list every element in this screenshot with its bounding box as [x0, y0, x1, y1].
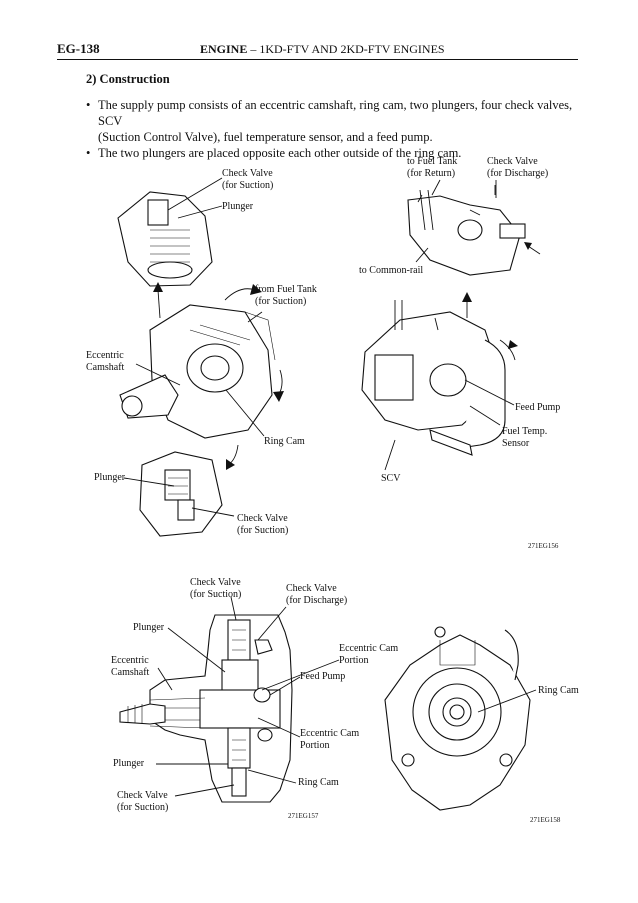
header-models: 1KD-FTV AND 2KD-FTV ENGINES [259, 42, 445, 56]
fig3-label-ring-cam: Ring Cam [538, 685, 579, 696]
fig1-code: 271EG156 [528, 542, 559, 550]
bullet-dot: • [86, 98, 91, 112]
fig2-label-plunger-bottom: Plunger [113, 758, 145, 769]
fig2-cross-section [119, 614, 293, 803]
header-engine: ENGINE [200, 42, 248, 56]
fig1-label-feed-pump: Feed Pump [515, 402, 561, 413]
bullet-text: The supply pump consists of an eccentric… [98, 98, 573, 128]
fig1-label-to-fuel-tank: to Fuel Tank(for Return) [407, 156, 458, 179]
fig1-upper-plunger-detail [117, 191, 213, 287]
header-dash: – [247, 42, 260, 56]
fig1-label-ring-cam: Ring Cam [264, 436, 305, 447]
fig1-return-port-detail [407, 189, 526, 276]
fig2-label-feed-pump: Feed Pump [300, 671, 346, 682]
bullet-text: The two plungers are placed opposite eac… [98, 146, 462, 160]
fig2-label-ring-cam: Ring Cam [298, 777, 339, 788]
bullet-item: • The two plungers are placed opposite ea… [86, 145, 586, 161]
fig1-label-fuel-temp-sensor: Fuel Temp.Sensor [502, 426, 548, 449]
fig2-label-plunger-top: Plunger [133, 622, 165, 633]
page-code: EG-138 [57, 41, 100, 56]
fig2-label-check-valve-suction-bottom: Check Valve(for Suction) [117, 790, 169, 813]
bullet-text: (Suction Control Valve), fuel temperatur… [98, 130, 433, 144]
bullet-list: • The supply pump consists of an eccentri… [86, 97, 586, 161]
fig1-label-plunger-top: Plunger [222, 201, 254, 212]
fig1-label-check-valve-discharge: Check Valve(for Discharge) [487, 156, 549, 179]
fig2-code: 271EG157 [288, 812, 319, 820]
fig1-label-check-valve-suction-bottom: Check Valve(for Suction) [237, 513, 289, 536]
fig1-label-check-valve-suction-top: Check Valve(for Suction) [222, 168, 274, 191]
header-rule [57, 59, 578, 60]
page-header: ENGINE – 1KD-FTV AND 2KD-FTV ENGINES [200, 42, 445, 57]
fig2-label-check-valve-discharge: Check Valve(for Discharge) [286, 583, 348, 606]
fig1-lower-plunger-detail [139, 451, 223, 537]
fig1-label-to-common-rail: to Common-rail [359, 265, 424, 276]
bullet-dot: • [86, 146, 91, 160]
bullet-item-continuation: (Suction Control Valve), fuel temperatur… [86, 129, 586, 145]
fig1-label-from-fuel-tank: from Fuel Tank(for Suction) [255, 284, 317, 307]
fig1-main-pump [119, 304, 276, 439]
fig1-label-plunger-bottom: Plunger [94, 472, 126, 483]
section-title: 2) Construction [86, 72, 170, 86]
fig1-scv-pump [361, 300, 506, 456]
fig2-label-check-valve-suction-top: Check Valve(for Suction) [190, 577, 242, 600]
fig3-code: 271EG158 [530, 816, 561, 824]
fig1-label-scv: SCV [381, 473, 401, 484]
bullet-item: • The supply pump consists of an eccentri… [86, 97, 586, 129]
fig3-end-view [384, 626, 531, 811]
